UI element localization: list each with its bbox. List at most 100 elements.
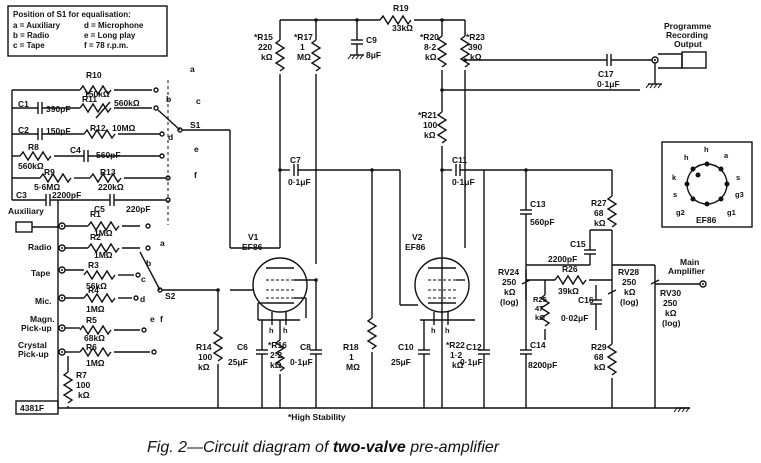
r18-unit: MΩ — [346, 362, 360, 372]
c6-name: C6 — [237, 342, 248, 352]
input-tape: Tape — [31, 268, 50, 278]
s2-pos-e: e — [150, 314, 155, 324]
c10-value: 25μF — [391, 357, 411, 367]
c15-name: C15 — [570, 239, 586, 249]
base-type: EF86 — [696, 215, 717, 225]
c4-name: C4 — [70, 145, 81, 155]
r7-value: 100 — [76, 380, 90, 390]
pin-k: k — [672, 173, 677, 182]
r8-value: 560kΩ — [18, 161, 44, 171]
input-magn-1: Magn. — [30, 314, 55, 324]
ht-rail: R19 33kΩ — [280, 3, 465, 33]
r11-name: R11 — [82, 94, 97, 104]
pin-s-left: s — [673, 190, 677, 199]
r14-value: 100 — [198, 352, 212, 362]
r15-unit: kΩ — [261, 52, 273, 62]
rv24-value: 250 — [502, 277, 516, 287]
legend-e: e = Long play — [84, 31, 136, 40]
s2-name: S2 — [165, 291, 176, 301]
s2-pos-a: a — [160, 238, 165, 248]
c2-name: C2 — [18, 125, 29, 135]
v2-name: V2 — [412, 232, 423, 242]
pin-g2: g2 — [676, 208, 685, 217]
r11-value: 560kΩ — [114, 98, 140, 108]
c14-name: C14 — [530, 340, 546, 350]
r18-value: 1 — [349, 352, 354, 362]
r20-unit: kΩ — [425, 52, 437, 62]
r26-name: R26 — [562, 264, 578, 274]
r25-value: 47 — [535, 304, 543, 313]
rv30-unit: kΩ — [665, 308, 677, 318]
prog-out-2: Recording — [666, 30, 708, 40]
main-amp-1: Main — [680, 257, 699, 267]
r8-name: R8 — [28, 142, 39, 152]
c7-value: 0·1μF — [288, 177, 311, 187]
r29-unit: kΩ — [594, 362, 606, 372]
r21-value: 100 — [423, 120, 437, 130]
rv28-unit: kΩ — [624, 287, 636, 297]
r6-name: R6 — [86, 342, 97, 352]
s1-pos-f: f — [194, 170, 197, 180]
r16-name: *R16 — [268, 340, 287, 350]
r23-unit: kΩ — [470, 52, 482, 62]
s1-pos-b: b — [166, 94, 171, 104]
r14-name: R14 — [196, 342, 212, 352]
drawing-code: 4381F — [20, 403, 44, 413]
pin-h-top: h — [704, 145, 709, 154]
c5-value: 220pF — [126, 204, 151, 214]
r15-name: *R15 — [254, 32, 273, 42]
pin-h-left: h — [684, 153, 689, 162]
r25-name: R25 — [533, 295, 547, 304]
r3-value: 56kΩ — [86, 281, 107, 291]
r15-value: 220 — [258, 42, 272, 52]
r23-value: 390 — [468, 42, 482, 52]
r10-name: R10 — [86, 70, 102, 80]
r1-value: 1MΩ — [94, 228, 113, 238]
c12-value: 0·1μF — [460, 357, 483, 367]
c2-value: 150pF — [46, 126, 71, 136]
r9-value: 5·6MΩ — [34, 182, 60, 192]
r7-name: R7 — [76, 370, 87, 380]
ef86-base-diagram: h a s g3 g1 g2 s k h EF86 — [661, 141, 753, 228]
caption-bold: two-valve — [333, 439, 406, 456]
v1-name: V1 — [248, 232, 259, 242]
s1-pos-a: a — [190, 64, 195, 74]
v2-heater-2: h — [445, 326, 450, 335]
r21-name: *R21 — [418, 110, 437, 120]
rv24-unit: kΩ — [504, 287, 516, 297]
rv28-taper: (log) — [620, 297, 639, 307]
r18-name: R18 — [343, 342, 359, 352]
c9-name: C9 — [366, 35, 377, 45]
r19-name: R19 — [393, 3, 409, 13]
v1-type: EF86 — [242, 242, 263, 252]
r19-value: 33kΩ — [392, 23, 413, 33]
r13-name: R13 — [100, 167, 116, 177]
r20-name: *R20 — [420, 32, 439, 42]
c17-name: C17 — [598, 69, 614, 79]
r29-value: 68 — [594, 352, 604, 362]
r2-value: 1MΩ — [94, 250, 113, 260]
r1-name: R1 — [90, 209, 101, 219]
c14-value: 8200pF — [528, 360, 557, 370]
r4-value: 1MΩ — [86, 304, 105, 314]
rv24-taper: (log) — [500, 297, 519, 307]
c13-value: 560pF — [530, 217, 555, 227]
c9-value: 8μF — [366, 50, 381, 60]
high-stability-note: *High Stability — [288, 412, 346, 422]
prog-out-3: Output — [674, 39, 702, 49]
rv28-name: RV28 — [618, 267, 639, 277]
r14-unit: kΩ — [198, 362, 210, 372]
s2-pos-c: c — [141, 274, 146, 284]
r23-name: *R23 — [466, 32, 485, 42]
r12-name: R12 — [90, 123, 106, 133]
c16-value: 0·02μF — [561, 313, 588, 323]
c1-name: C1 — [18, 99, 29, 109]
s1-pos-e: e — [194, 144, 199, 154]
r2-name: R2 — [90, 232, 101, 242]
r6-value: 1MΩ — [86, 358, 105, 368]
c11-name: C11 — [452, 155, 467, 165]
c12-name: C12 — [466, 342, 482, 352]
r3-name: R3 — [88, 260, 99, 270]
input-magn-2: Pick-up — [21, 323, 52, 333]
